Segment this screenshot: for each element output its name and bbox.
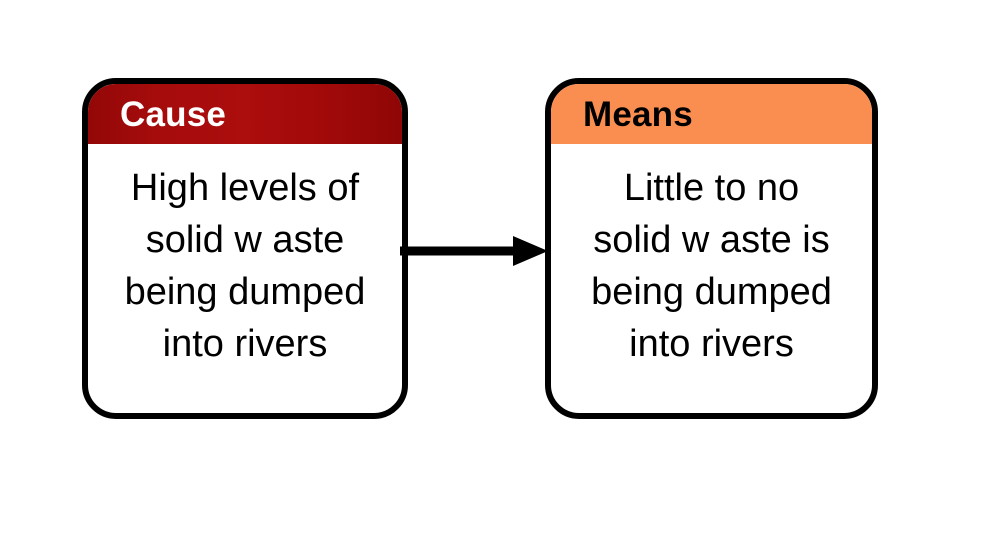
cause-node[interactable]: Cause High levels of solid w aste being … xyxy=(82,78,408,419)
means-node-body-text: Little to no solid w aste is being dumpe… xyxy=(591,167,832,365)
means-node-header-label: Means xyxy=(583,94,693,134)
connector-arrowhead xyxy=(513,236,548,266)
arrow-right-icon xyxy=(400,236,548,266)
cause-node-body: High levels of solid w aste being dumped… xyxy=(88,144,402,413)
means-node-body: Little to no solid w aste is being dumpe… xyxy=(551,144,872,413)
cause-node-header-label: Cause xyxy=(120,94,227,134)
means-node[interactable]: Means Little to no solid w aste is being… xyxy=(545,78,878,419)
cause-node-body-text: High levels of solid w aste being dumped… xyxy=(124,167,366,365)
cause-node-header: Cause xyxy=(88,84,402,144)
means-node-header: Means xyxy=(551,84,872,144)
